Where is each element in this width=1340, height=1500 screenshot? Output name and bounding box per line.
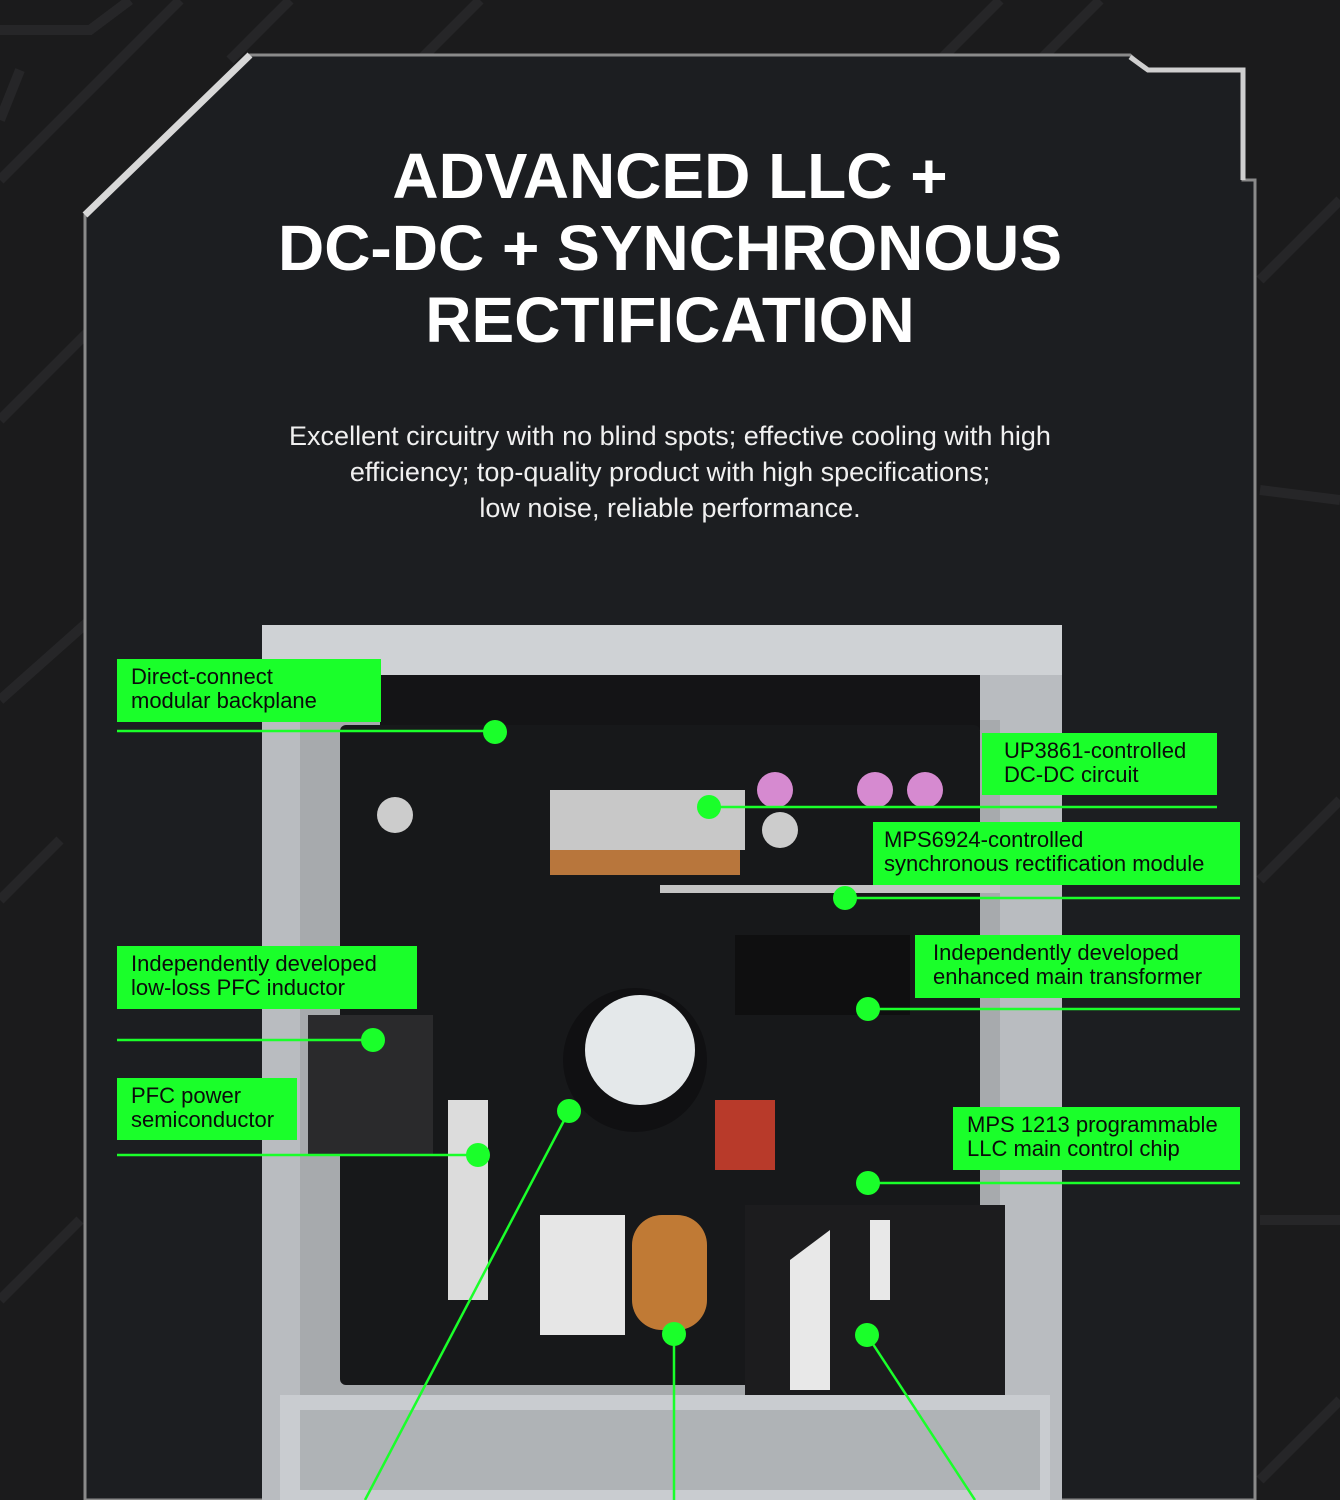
callout-text: synchronous rectification module bbox=[884, 851, 1205, 876]
callout-text: MPS6924-controlled bbox=[884, 827, 1084, 852]
callout-text: LLC main control chip bbox=[967, 1136, 1180, 1161]
title-line-1: ADVANCED LLC + bbox=[392, 140, 948, 212]
psu-photo bbox=[262, 625, 1062, 1500]
page-title: ADVANCED LLC + DC-DC + SYNCHRONOUS RECTI… bbox=[0, 140, 1340, 356]
callout-text: low-loss PFC inductor bbox=[131, 975, 345, 1000]
callout-text: Independently developed bbox=[933, 940, 1179, 965]
callout-text: UP3861-controlled bbox=[1004, 738, 1187, 763]
callout-text: Independently developed bbox=[131, 951, 377, 976]
callout-text: MPS 1213 programmable bbox=[967, 1112, 1218, 1137]
callout-text: modular backplane bbox=[131, 688, 317, 713]
callout-text: DC-DC circuit bbox=[1004, 762, 1139, 787]
description-line-3: low noise, reliable performance. bbox=[479, 493, 861, 523]
title-line-3: RECTIFICATION bbox=[425, 284, 915, 356]
description-line-1: Excellent circuitry with no blind spots;… bbox=[289, 421, 1051, 451]
callout-dots bbox=[361, 720, 880, 1347]
callout-text: semiconductor bbox=[131, 1107, 275, 1132]
description: Excellent circuitry with no blind spots;… bbox=[0, 418, 1340, 526]
description-line-2: efficiency; top-quality product with hig… bbox=[349, 457, 991, 487]
callout-text: Direct-connect bbox=[131, 664, 273, 689]
title-line-2: DC-DC + SYNCHRONOUS bbox=[277, 212, 1063, 284]
callout-text: PFC power bbox=[131, 1083, 242, 1108]
callout-text: enhanced main transformer bbox=[933, 964, 1203, 989]
